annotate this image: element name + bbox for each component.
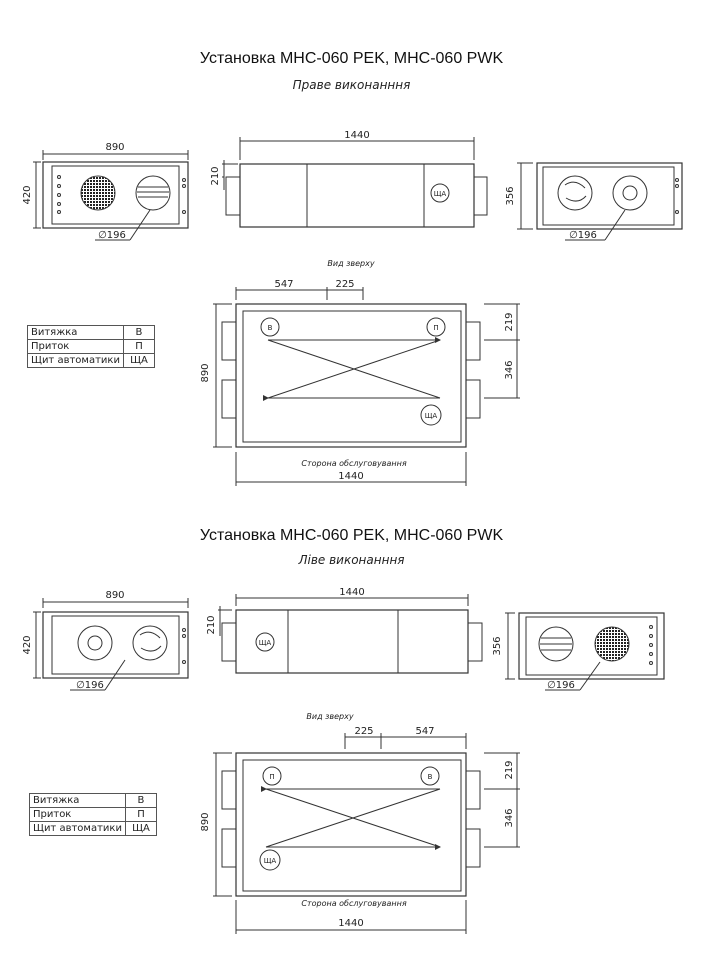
dim-top-547: 547 [274,279,293,290]
top-view-label: Вид зверху [306,712,353,721]
dim-top-346: 346 [504,360,515,379]
dim-top-219: 219 [504,760,515,779]
title-left-version: Установка MHC-060 PEK, MHC-060 PWK [199,527,504,544]
dim-top-219: 219 [504,312,515,331]
top-view-label: Вид зверху [327,259,374,268]
dim-front-height: 420 [22,635,33,654]
damper-icon [135,175,171,211]
dim-side-length: 1440 [339,587,364,598]
service-side-label: Сторона обслуговування [301,459,406,468]
dim-front-duct: ∅196 [76,680,104,691]
control-panel-icon [420,404,442,426]
damper-icon [538,626,574,662]
legend-code: ЩА [122,353,155,368]
dim-front-width: 890 [105,142,124,153]
control-panel-icon [255,632,275,652]
legend-code: ЩА [124,821,157,836]
subtitle-left-version: Ліве виконанння [298,553,405,567]
dim-rear-duct: ∅196 [547,680,575,691]
dim-front-duct: ∅196 [98,230,126,241]
exhaust-port-icon [420,766,440,786]
control-panel-icon [430,183,450,203]
subtitle-right-version: Праве виконанння [292,78,411,92]
top-view-left [213,733,520,934]
fan-icon [132,625,168,661]
side-view-left [218,594,483,674]
port-panel-label: ЩА [425,412,438,420]
dim-front-height: 420 [22,185,33,204]
top-view-right [213,287,520,486]
side-panel-label: ЩА [259,639,272,647]
port-exhaust-label: В [268,324,273,332]
fan-icon [557,175,593,211]
control-panel-icon [259,849,281,871]
dim-side-offset: 210 [210,166,221,185]
front-view-right [33,150,189,241]
port-supply-label: П [269,773,274,781]
front-view-left [33,598,189,691]
grille-icon [594,626,630,662]
fan-icon [612,175,648,211]
dim-top-depth: 890 [200,812,211,831]
dim-side-offset: 210 [206,615,217,634]
title-right-version: Установка MHC-060 PEK, MHC-060 PWK [199,50,504,67]
supply-port-icon [262,766,282,786]
rear-view-left [505,612,665,691]
exhaust-port-icon [260,317,280,337]
dim-top-225: 225 [335,279,354,290]
dim-side-length: 1440 [344,130,369,141]
dim-top-547: 547 [415,726,434,737]
service-side-label: Сторона обслуговування [301,899,406,908]
side-view-right [222,137,488,228]
dim-top-length: 1440 [338,918,363,929]
dim-rear-height: 356 [505,186,516,205]
dim-rear-duct: ∅196 [569,230,597,241]
legend-name: Щит автоматики [29,821,126,836]
port-panel-label: ЩА [264,857,277,865]
dim-top-length: 1440 [338,471,363,482]
rear-view-right [517,162,683,241]
dim-top-346: 346 [504,808,515,827]
side-panel-label: ЩА [434,190,447,198]
port-exhaust-label: В [428,773,433,781]
supply-port-icon [426,317,446,337]
dim-rear-height: 356 [492,636,503,655]
grille-icon [80,175,116,211]
dim-top-225: 225 [354,726,373,737]
dim-top-depth: 890 [200,363,211,382]
dim-front-width: 890 [105,590,124,601]
fan-icon [77,625,113,661]
port-supply-label: П [433,324,438,332]
legend-name: Щит автоматики [27,353,124,368]
